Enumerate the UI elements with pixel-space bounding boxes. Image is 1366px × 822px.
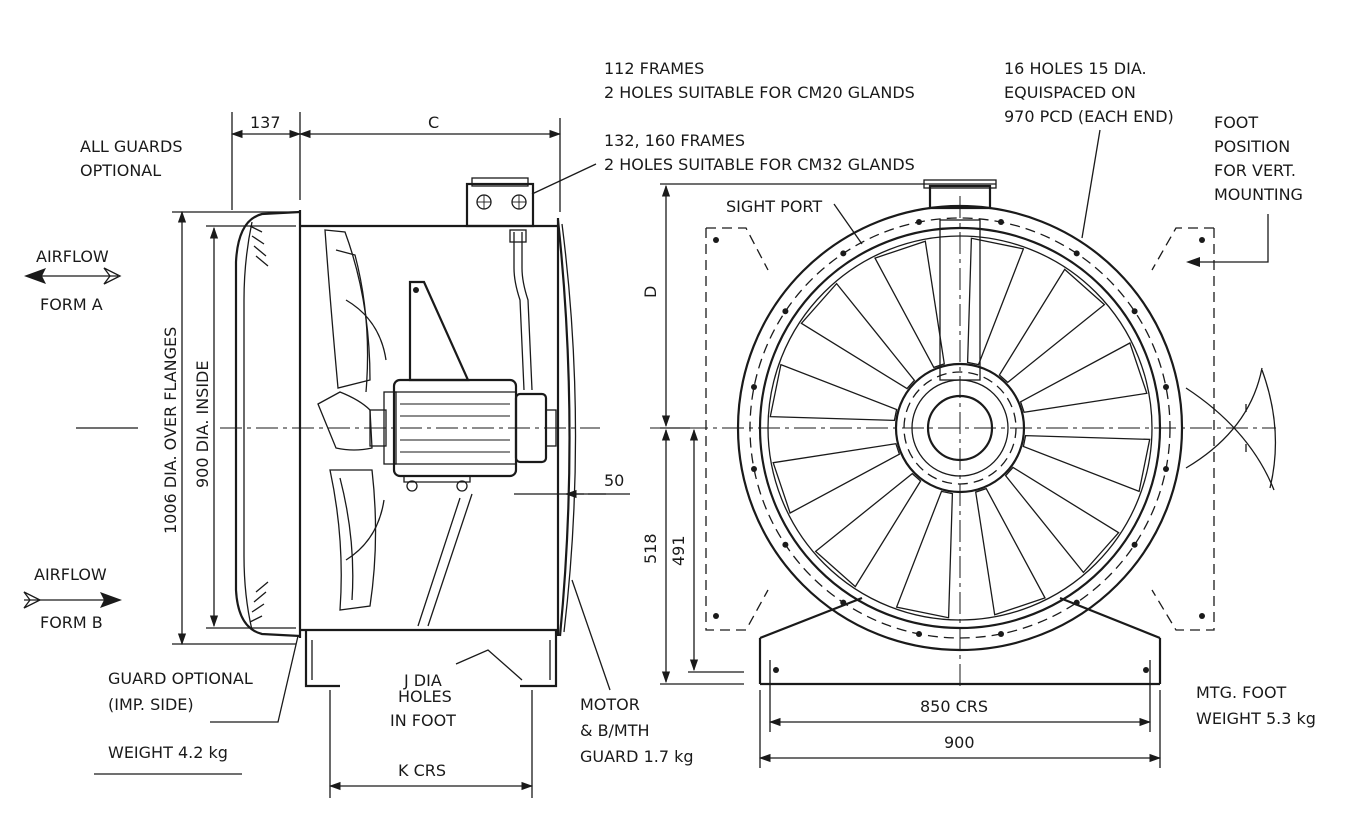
bolt-hole xyxy=(1131,541,1138,548)
fan-blade xyxy=(874,240,946,369)
foot-position-2: POSITION xyxy=(1214,137,1290,156)
sight-port: SIGHT PORT xyxy=(726,197,822,216)
side-view: 137 C 1006 DIA. OVER FLANGES 900 DIA. IN… xyxy=(23,112,694,798)
motor-guard-2: & B/MTH xyxy=(580,721,650,740)
impeller xyxy=(317,229,387,611)
bolt-hole xyxy=(782,541,789,548)
bolt-hole xyxy=(1131,308,1138,315)
bolt-hole xyxy=(998,631,1004,637)
mtg-foot-2: WEIGHT 5.3 kg xyxy=(1196,709,1316,728)
fan-blade xyxy=(1019,342,1148,414)
guards-optional-1: ALL GUARDS xyxy=(80,137,183,156)
fan-blade xyxy=(800,282,916,390)
mounting-foot xyxy=(758,596,1162,686)
dim-1006: 1006 DIA. OVER FLANGES xyxy=(161,327,180,534)
airflow-a-form: FORM A xyxy=(40,295,103,314)
holes-3: 970 PCD (EACH END) xyxy=(1004,107,1174,126)
dim-c: C xyxy=(428,113,439,132)
foot-position-1: FOOT xyxy=(1214,113,1258,132)
dim-491: 491 xyxy=(669,535,688,566)
bolt-hole xyxy=(916,631,922,637)
bolt-hole xyxy=(782,308,789,315)
end-view: D 518 491 850 CRS 900 16 HOLES 15 DIA. E… xyxy=(641,59,1316,768)
motor-guard-3: GUARD 1.7 kg xyxy=(580,747,694,766)
airflow-b-label: AIRFLOW xyxy=(34,565,107,584)
guard-optional-1: GUARD OPTIONAL xyxy=(108,669,253,688)
j-dia-1: J DIA xyxy=(403,671,442,690)
fan-blade xyxy=(769,363,898,422)
weight-guard: WEIGHT 4.2 kg xyxy=(108,743,228,762)
frames-132-1: 132, 160 FRAMES xyxy=(604,131,745,150)
bolt-hole xyxy=(1163,466,1169,472)
motor xyxy=(369,378,557,492)
frames-112-1: 112 FRAMES xyxy=(604,59,704,78)
frames-112-2: 2 HOLES SUITABLE FOR CM20 GLANDS xyxy=(604,83,915,102)
bolt-hole xyxy=(998,219,1004,225)
airflow-form-b: AIRFLOW FORM B xyxy=(23,565,122,632)
end-view-blades xyxy=(769,237,1151,619)
fan-blade xyxy=(814,472,922,588)
frame-notes: 112 FRAMES 2 HOLES SUITABLE FOR CM20 GLA… xyxy=(604,59,915,174)
inlet-guard xyxy=(234,210,302,638)
side-foot xyxy=(304,630,558,688)
motor-guard-1: MOTOR xyxy=(580,695,640,714)
fan-blade xyxy=(1022,434,1151,493)
bolt-hole xyxy=(840,250,847,257)
bolt-hole xyxy=(1073,250,1080,257)
fan-blade xyxy=(998,268,1106,384)
fan-blade xyxy=(974,487,1046,616)
airflow-a-label: AIRFLOW xyxy=(36,247,109,266)
guard-optional-2: (IMP. SIDE) xyxy=(108,695,194,714)
bolt-hole xyxy=(751,466,757,472)
dim-d: D xyxy=(641,286,660,298)
dim-50: 50 xyxy=(604,471,624,490)
bolt-hole xyxy=(1163,384,1169,390)
foot-position-4: MOUNTING xyxy=(1214,185,1303,204)
fan-blade xyxy=(1004,466,1120,574)
dim-850: 850 CRS xyxy=(920,697,988,716)
fan-blade xyxy=(772,442,901,514)
terminal-box xyxy=(465,177,535,228)
guards-optional-2: OPTIONAL xyxy=(80,161,161,180)
dim-137: 137 xyxy=(250,113,281,132)
frames-132-2: 2 HOLES SUITABLE FOR CM32 GLANDS xyxy=(604,155,915,174)
j-dia-3: IN FOOT xyxy=(390,711,456,730)
j-dia-2: HOLES xyxy=(398,687,452,706)
fan-blade xyxy=(895,490,954,619)
dim-518: 518 xyxy=(641,533,660,564)
bolt-hole xyxy=(916,219,922,225)
dim-900-inside: 900 DIA. INSIDE xyxy=(193,361,212,489)
foot-position-3: FOR VERT. xyxy=(1214,161,1296,180)
airflow-form-a: AIRFLOW FORM A xyxy=(24,247,122,314)
k-crs: K CRS xyxy=(398,761,446,780)
dim-900: 900 xyxy=(944,733,975,752)
bolt-hole xyxy=(751,384,757,390)
airflow-b-form: FORM B xyxy=(40,613,103,632)
fan-blade xyxy=(966,237,1025,366)
holes-1: 16 HOLES 15 DIA. xyxy=(1004,59,1147,78)
mtg-foot-1: MTG. FOOT xyxy=(1196,683,1287,702)
holes-2: EQUISPACED ON xyxy=(1004,83,1136,102)
